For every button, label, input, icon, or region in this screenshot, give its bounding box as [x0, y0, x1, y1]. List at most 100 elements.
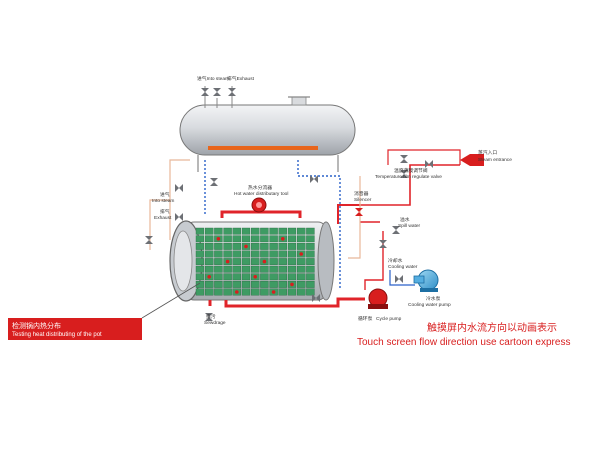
label-cooling-pump-en: Cooling water pump [408, 302, 451, 308]
crate-cell [306, 265, 315, 273]
crate-cell [223, 265, 232, 273]
crate-cell [232, 242, 242, 250]
valve-icon[interactable] [205, 313, 213, 321]
label-into-steam-left-cn: 进气 [160, 191, 170, 198]
crate-cell [204, 227, 214, 235]
label-exhaust-top: 排气Exhaust [227, 75, 255, 82]
crate-cell [278, 250, 287, 258]
crate-cell [223, 227, 232, 235]
crate-cell [269, 250, 278, 258]
crate-cell [297, 288, 306, 296]
crate-cell [260, 250, 269, 258]
crate-cell [195, 288, 205, 296]
crate-cell [241, 281, 251, 288]
system-valves [145, 155, 433, 321]
label-touch-cn: 触摸屏内水流方向以动画表示 [427, 321, 557, 334]
valve-icon[interactable] [228, 88, 236, 96]
valve-icon[interactable] [400, 155, 408, 163]
valve-icon[interactable] [175, 213, 183, 221]
valve-icon[interactable] [210, 178, 218, 186]
crate-cell [232, 273, 242, 281]
valve-icon[interactable] [310, 175, 318, 183]
crate-cell [260, 235, 269, 243]
crate-cell [204, 288, 214, 296]
crate-cell [250, 235, 260, 243]
crate-cell [278, 242, 287, 250]
crate-cell [297, 273, 306, 281]
valve-icon[interactable] [392, 226, 400, 234]
crate-cell [223, 281, 232, 288]
crate-cell [287, 235, 297, 243]
crate-cell [269, 227, 278, 235]
valve-icon[interactable] [425, 160, 433, 168]
crate-cell [260, 227, 269, 235]
steam-entrance-icon [460, 154, 484, 166]
temperature-sensor-dot [271, 290, 276, 294]
crate-cell [287, 258, 297, 265]
label-heat-test-en: Testing heat distributing of the pot [12, 332, 102, 338]
crate-cell [278, 265, 287, 273]
crate-cell [250, 288, 260, 296]
label-temp-valve-en: Temperature film regulate valve [375, 174, 442, 180]
crate-cell [260, 288, 269, 296]
crate-cell [223, 288, 232, 296]
temperature-valve-icon[interactable] [355, 208, 363, 216]
crate-cell [297, 242, 306, 250]
crate-cell [241, 227, 251, 235]
crate-cell [297, 235, 306, 243]
valve-icon[interactable] [201, 88, 209, 96]
label-hot-water-tool-en: Hot water distributary tool [234, 191, 288, 197]
crate-cell [260, 281, 269, 288]
cycle-pump[interactable] [368, 288, 388, 309]
label-steam-entrance-cn: 蒸汽入口 [478, 149, 497, 156]
crate-cell [214, 273, 223, 281]
crate-cell [297, 265, 306, 273]
pipe-network [149, 149, 461, 308]
cooling-water-pump[interactable] [413, 269, 439, 292]
crate-cell [241, 265, 251, 273]
crate-cell [232, 265, 242, 273]
temperature-sensor-dot [262, 259, 267, 264]
crate-cell [306, 281, 315, 288]
label-sewage-cn: 排污 [206, 313, 216, 320]
crate-cell [195, 242, 205, 250]
product-crates [195, 227, 315, 296]
crate-cell [241, 235, 251, 243]
label-cycle-pump-en: Cycle pump [376, 316, 402, 322]
crate-cell [250, 242, 260, 250]
crate-cell [232, 250, 242, 258]
temperature-sensor-dot [253, 275, 257, 279]
label-into-steam-left-en: Into steam [152, 198, 174, 204]
crate-cell [195, 258, 205, 265]
crate-cell [260, 242, 269, 250]
crate-cell [287, 227, 297, 235]
crate-cell [214, 242, 223, 250]
hot-water-distributor [251, 197, 267, 213]
crate-cell [232, 258, 242, 265]
temperature-sensor-dot [244, 244, 248, 249]
valve-icon[interactable] [400, 170, 408, 178]
crate-cell [204, 265, 214, 273]
valve-icon[interactable] [395, 275, 403, 283]
valve-icon[interactable] [213, 88, 221, 96]
crate-cell [204, 281, 214, 288]
crate-cell [250, 265, 260, 273]
crate-cell [260, 265, 269, 273]
top-valves [201, 86, 236, 108]
label-spill-water-en: Spill water [398, 223, 421, 229]
crate-cell [297, 227, 306, 235]
valve-icon[interactable] [379, 240, 387, 248]
valve-icon[interactable] [312, 294, 320, 302]
valve-icon[interactable] [145, 236, 153, 244]
crate-cell [195, 227, 205, 235]
crate-cell [278, 281, 287, 288]
tank-manhole [291, 96, 307, 106]
crate-cell [223, 250, 232, 258]
valve-icon[interactable] [175, 184, 183, 192]
crate-cell [306, 273, 315, 281]
crate-cell [278, 227, 287, 235]
crate-cell [232, 281, 242, 288]
crate-cell [241, 273, 251, 281]
water-pipe [220, 210, 302, 218]
